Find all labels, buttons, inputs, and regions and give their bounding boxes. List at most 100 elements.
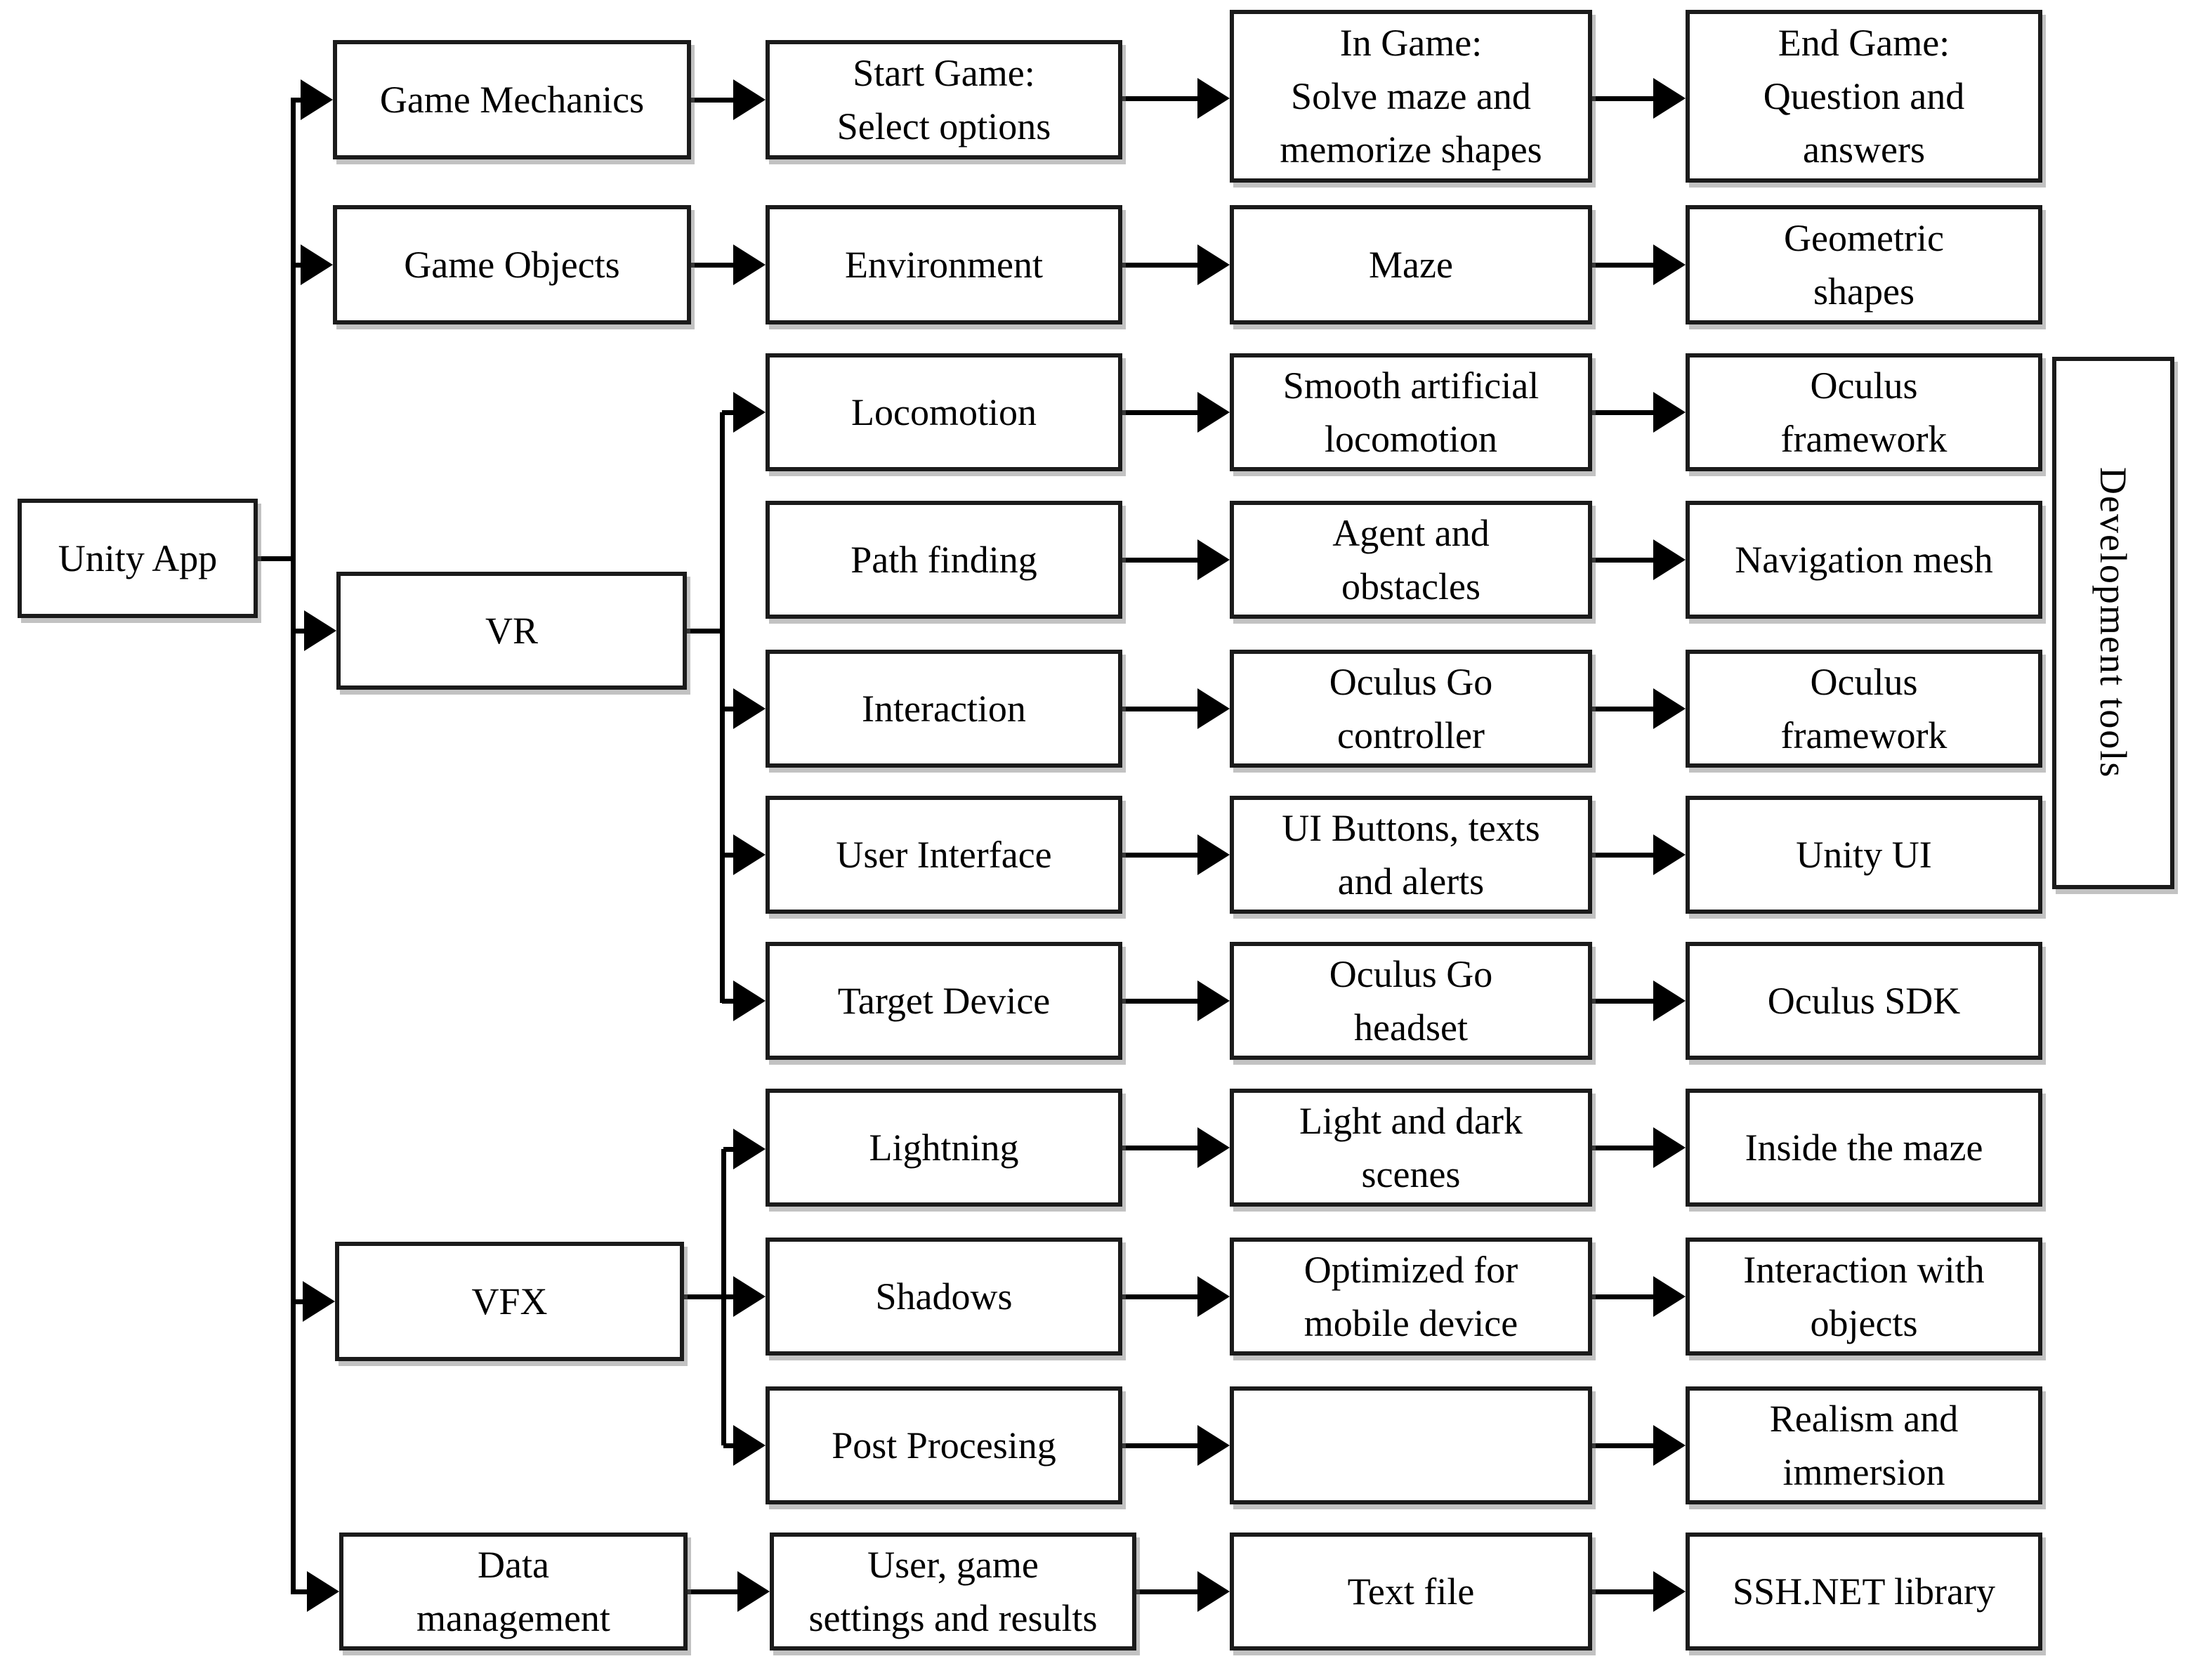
connector-line [722,852,737,858]
connector-line [691,262,737,268]
node-unity-ui: Unity UI [1686,796,2042,914]
node-interaction: Interaction [766,650,1122,768]
connector-line [722,706,737,711]
connector-line [1592,96,1657,101]
arrowhead-icon [733,392,766,433]
node-start-game: Start Game: Select options [766,40,1122,159]
arrowhead-icon [1197,244,1230,285]
connector-line [1122,1443,1202,1448]
node-oculus-go-controller: Oculus Go controller [1230,650,1592,768]
node-oculus-sdk: Oculus SDK [1686,942,2042,1060]
node-in-game: In Game: Solve maze and memorize shapes [1230,10,1592,183]
arrowhead-icon [1197,392,1230,433]
node-data-management: Data management [339,1533,688,1651]
connector-line [293,97,305,103]
node-end-game: End Game: Question and answers [1686,10,2042,183]
arrowhead-icon [1197,1276,1230,1317]
node-realism-and-immersion: Realism and immersion [1686,1386,2042,1504]
arrowhead-icon [1653,1276,1686,1317]
connector-line [293,1589,311,1594]
node-optimized-for-mobile: Optimized for mobile device [1230,1238,1592,1356]
node-game-objects: Game Objects [333,205,691,324]
node-light-and-dark-scenes: Light and dark scenes [1230,1089,1592,1207]
connector-line [1592,852,1657,858]
node-post-processing: Post Procesing [766,1386,1122,1504]
connector-line [684,1294,737,1299]
arrowhead-icon [1653,392,1686,433]
node-user-interface: User Interface [766,796,1122,914]
connector-line [1122,852,1202,858]
arrowhead-icon [1197,539,1230,580]
arrowhead-icon [307,1571,339,1612]
arrowhead-icon [733,79,766,120]
connector-line [1122,557,1202,563]
arrowhead-icon [1653,1425,1686,1466]
connector-line [723,1146,737,1152]
node-oculus-framework-1: Oculus framework [1686,353,2042,471]
arrowhead-icon [303,1281,335,1322]
arrowhead-icon [1197,1425,1230,1466]
connector-line [1592,1145,1657,1150]
node-empty-box [1230,1386,1592,1504]
connector-line [293,1299,307,1304]
arrowhead-icon [1197,1127,1230,1168]
node-vr: VR [336,572,687,690]
connector-line [687,628,724,634]
connector-line [1122,96,1202,101]
node-oculus-go-headset: Oculus Go headset [1230,942,1592,1060]
connector-line [1592,262,1657,268]
node-ui-buttons: UI Buttons, texts and alerts [1230,796,1592,914]
arrowhead-icon [737,1571,770,1612]
connector-line [723,1443,737,1448]
node-environment: Environment [766,205,1122,324]
connector-line [1592,706,1657,711]
arrowhead-icon [733,688,766,729]
node-development-tools: Development tools [2052,357,2174,889]
connector-line [1592,1294,1657,1299]
arrowhead-icon [1197,980,1230,1021]
arrowhead-icon [304,610,336,651]
arrowhead-icon [1197,78,1230,119]
arrowhead-icon [733,1425,766,1466]
node-locomotion: Locomotion [766,353,1122,471]
arrowhead-icon [1653,1571,1686,1612]
connector-line [1122,706,1202,711]
connector-line [1136,1589,1202,1594]
connector-line [722,998,737,1004]
node-oculus-framework-2: Oculus framework [1686,650,2042,768]
connector-line [1122,262,1202,268]
connector-line [688,1589,742,1594]
arrowhead-icon [1653,834,1686,875]
node-ssh-net-library: SSH.NET library [1686,1533,2042,1651]
node-text-file: Text file [1230,1533,1592,1651]
node-shadows: Shadows [766,1238,1122,1356]
arrowhead-icon [733,244,766,285]
arrowhead-icon [1653,539,1686,580]
connector-line [290,98,296,1594]
arrowhead-icon [1653,78,1686,119]
node-interaction-with-objects: Interaction with objects [1686,1238,2042,1356]
connector-line [1122,409,1202,415]
arrowhead-icon [1197,1571,1230,1612]
arrowhead-icon [1197,688,1230,729]
arrowhead-icon [1653,244,1686,285]
connector-line [1592,1443,1657,1448]
connector-line [293,262,305,268]
connector-line [722,409,737,415]
connector-line [1122,998,1202,1004]
connector-line [1592,998,1657,1004]
node-smooth-artificial-locomotion: Smooth artificial locomotion [1230,353,1592,471]
connector-line [1122,1145,1202,1150]
arrowhead-icon [733,980,766,1021]
arrowhead-icon [301,79,333,120]
arrowhead-icon [1197,834,1230,875]
node-path-finding: Path finding [766,501,1122,619]
arrowhead-icon [1653,1127,1686,1168]
connector-line [1592,409,1657,415]
node-user-game-settings: User, game settings and results [770,1533,1136,1651]
arrowhead-icon [1653,688,1686,729]
arrowhead-icon [733,834,766,875]
node-maze: Maze [1230,205,1592,324]
node-game-mechanics: Game Mechanics [333,40,691,159]
